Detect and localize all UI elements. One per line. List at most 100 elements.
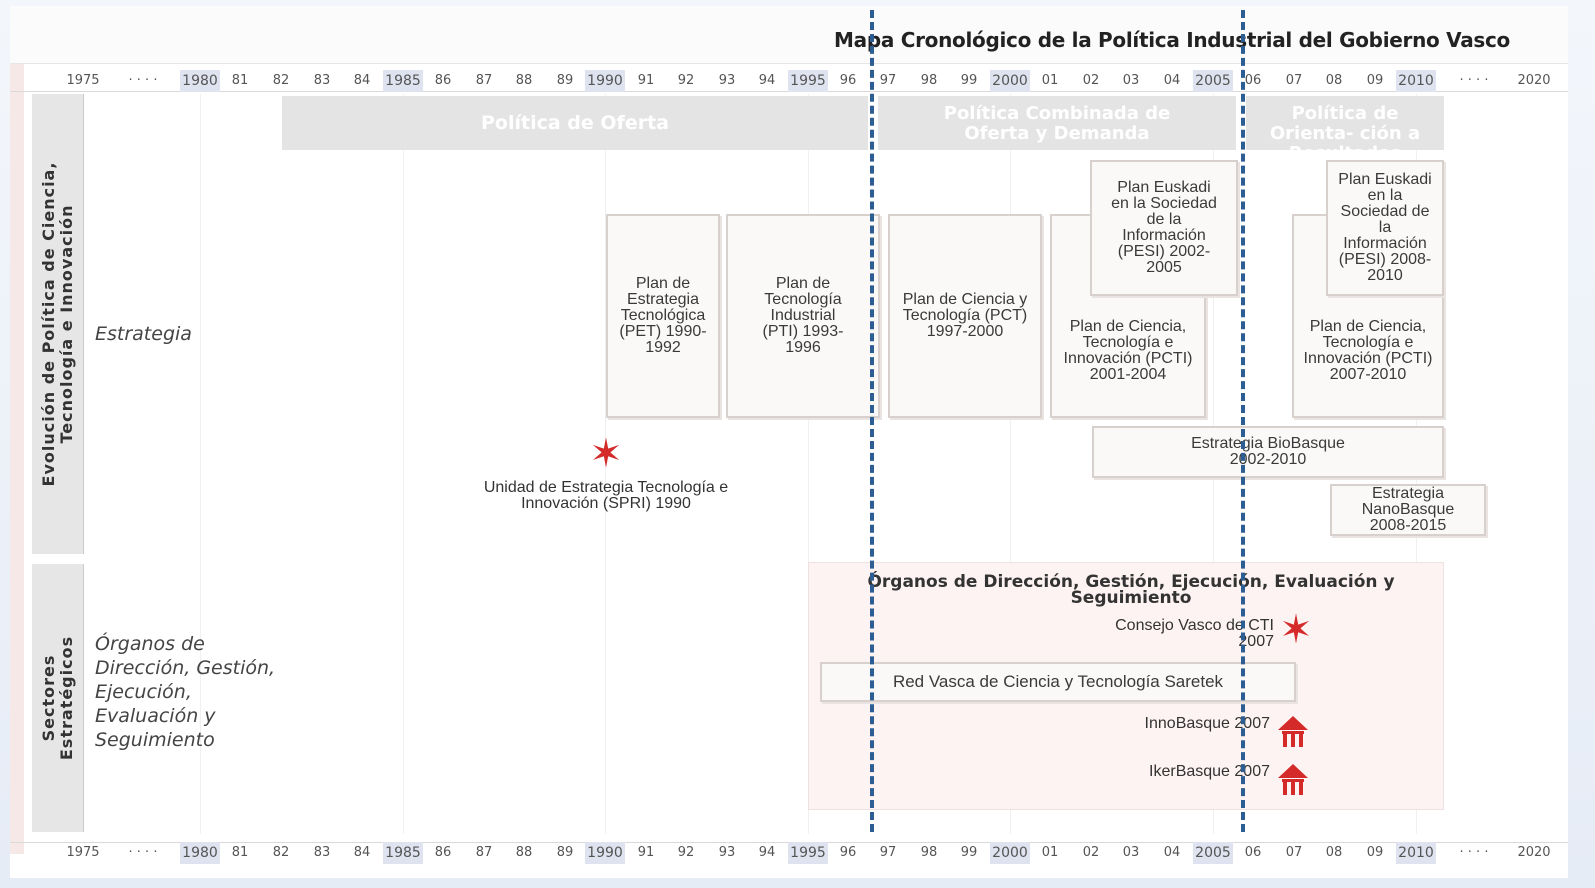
axis-tick: 87 — [475, 845, 493, 860]
red-house-icon — [1278, 716, 1308, 747]
axis-tick: 84 — [353, 73, 371, 88]
organos-heading: Órganos de Dirección, Gestión, Ejecución… — [867, 572, 1395, 608]
axis-tick: 2005 — [1193, 842, 1233, 864]
axis-tick: 98 — [920, 845, 938, 860]
grid-line — [1010, 94, 1011, 834]
grid-line — [200, 94, 201, 834]
axis-tick: 1990 — [585, 842, 625, 864]
axis-tick: 2000 — [990, 70, 1030, 92]
red-star-icon: ✶ — [1279, 607, 1313, 653]
axis-tick: 02 — [1082, 845, 1100, 860]
divider-2005 — [1241, 10, 1245, 832]
axis-tick: · · · · — [1459, 845, 1489, 860]
section-label-politica: Evolución de Política de Ciencia,Tecnolo… — [38, 161, 76, 487]
axis-tick: 1985 — [383, 842, 423, 864]
axis-tick: 2010 — [1396, 70, 1436, 92]
left-stripe — [10, 64, 24, 854]
axis-tick: 88 — [515, 73, 533, 88]
diagram-title: Mapa Cronológico de la Política Industri… — [834, 28, 1510, 52]
axis-tick: 01 — [1041, 845, 1059, 860]
plan-pet: Plan de Estrategia Tecnológica (PET) 199… — [606, 214, 720, 418]
plan-pesi-2002: Plan Euskadi en la Sociedad de la Inform… — [1090, 160, 1238, 296]
axis-tick: 92 — [677, 73, 695, 88]
row-label-estrategia: Estrategia — [95, 323, 192, 345]
axis-tick: 2005 — [1193, 70, 1233, 92]
row-label-organos: Órganos de Dirección, Gestión, Ejecución… — [95, 633, 276, 751]
axis-tick: 06 — [1244, 845, 1262, 860]
band-politica-resultados: Política de Orienta- ción a Resultados — [1246, 96, 1444, 164]
axis-tick: 04 — [1163, 73, 1181, 88]
axis-tick: 99 — [960, 73, 978, 88]
axis-tick: 03 — [1122, 73, 1140, 88]
title-bar: Mapa Cronológico de la Política Industri… — [10, 6, 1568, 64]
axis-tick: 86 — [434, 73, 452, 88]
axis-tick: 87 — [475, 73, 493, 88]
plan-pesi-2008: Plan Euskadi en la Sociedad de la Inform… — [1326, 160, 1444, 296]
axis-tick: 92 — [677, 845, 695, 860]
consejo-vasco-label: Consejo Vasco de CTI 2007 — [1115, 617, 1274, 650]
axis-tick: 84 — [353, 845, 371, 860]
axis-tick: 93 — [718, 73, 736, 88]
innobasque-label: InnoBasque 2007 — [1144, 715, 1270, 732]
timeline-diagram: Mapa Cronológico de la Política Industri… — [10, 6, 1568, 878]
year-axis-bottom: 1975 · · · · 1980 81 82 83 84 1985 86 87 88 89 1990 9… — [10, 842, 1568, 864]
axis-tick: 91 — [637, 845, 655, 860]
axis-tick: 94 — [758, 73, 776, 88]
axis-tick: 09 — [1366, 845, 1384, 860]
axis-tick: 03 — [1122, 845, 1140, 860]
axis-tick: 82 — [272, 73, 290, 88]
saretek-box: Red Vasca de Ciencia y Tecnología Sarete… — [820, 662, 1296, 702]
axis-tick: · · · · — [128, 845, 158, 860]
axis-tick: 1980 — [180, 70, 220, 92]
axis-tick: 2000 — [990, 842, 1030, 864]
axis-tick: 88 — [515, 845, 533, 860]
axis-tick: 07 — [1285, 845, 1303, 860]
axis-tick: 81 — [231, 845, 249, 860]
axis-tick: 97 — [879, 73, 897, 88]
axis-tick: 89 — [556, 73, 574, 88]
band-politica-combinada: Política Combinada de Oferta y Demanda — [878, 96, 1236, 150]
axis-tick: 1990 — [585, 70, 625, 92]
unidad-spri-label: Unidad de Estrategia Tecnología e Innova… — [483, 479, 729, 512]
axis-tick: 83 — [313, 73, 331, 88]
axis-tick: 1975 — [66, 845, 100, 860]
axis-tick: 96 — [839, 73, 857, 88]
axis-tick: 89 — [556, 845, 574, 860]
plan-pct: Plan de Ciencia y Tecnología (PCT) 1997-… — [888, 214, 1042, 418]
axis-tick: 98 — [920, 73, 938, 88]
divider-1996 — [870, 10, 874, 832]
axis-tick: 82 — [272, 845, 290, 860]
axis-tick: 08 — [1325, 845, 1343, 860]
axis-tick: 93 — [718, 845, 736, 860]
plan-pti: Plan de Tecnología Industrial (PTI) 1993… — [726, 214, 880, 418]
plan-biobasque: Estrategia BioBasque 2002-2010 — [1092, 426, 1444, 478]
grid-line — [403, 94, 404, 834]
axis-tick: 1980 — [180, 842, 220, 864]
section-tab-politica: Evolución de Política de Ciencia,Tecnolo… — [32, 94, 84, 554]
axis-tick: 2010 — [1396, 842, 1436, 864]
axis-tick: 08 — [1325, 73, 1343, 88]
axis-tick: 1985 — [383, 70, 423, 92]
axis-tick: 83 — [313, 845, 331, 860]
axis-tick: 99 — [960, 845, 978, 860]
axis-tick: 81 — [231, 73, 249, 88]
axis-tick: 01 — [1041, 73, 1059, 88]
axis-tick: 04 — [1163, 845, 1181, 860]
axis-tick: 86 — [434, 845, 452, 860]
red-house-icon — [1278, 764, 1308, 795]
grid-line — [605, 94, 606, 834]
axis-tick: 09 — [1366, 73, 1384, 88]
axis-tick: 02 — [1082, 73, 1100, 88]
plan-nanobasque: Estrategia NanoBasque 2008-2015 — [1330, 484, 1486, 536]
axis-tick: 97 — [879, 845, 897, 860]
axis-tick: 1975 — [66, 73, 100, 88]
grid-line — [808, 94, 809, 834]
axis-tick: 2020 — [1517, 73, 1551, 88]
axis-tick: 07 — [1285, 73, 1303, 88]
axis-tick: 1995 — [788, 842, 828, 864]
axis-tick: 1995 — [788, 70, 828, 92]
axis-tick: 06 — [1244, 73, 1262, 88]
